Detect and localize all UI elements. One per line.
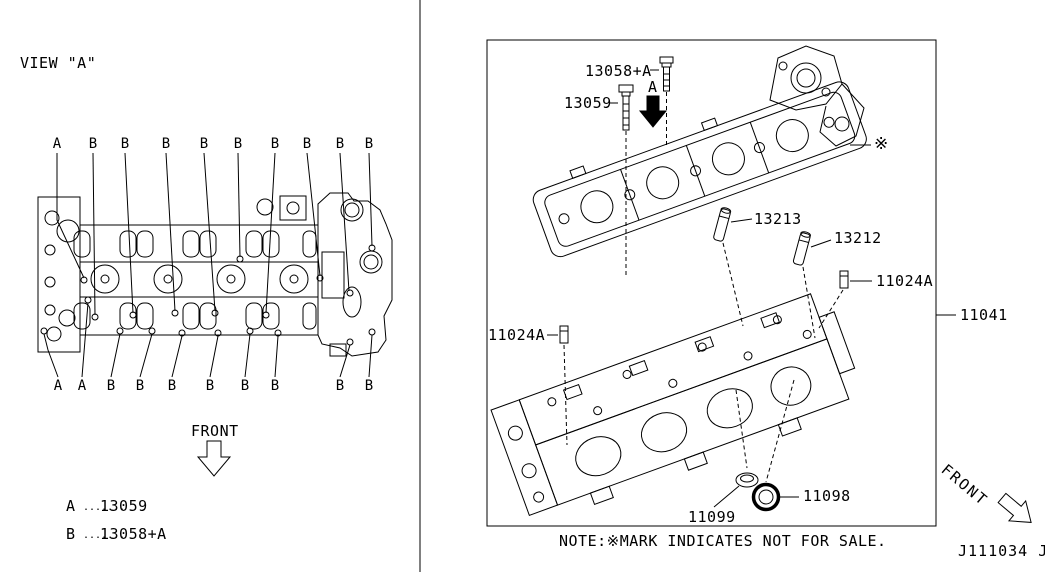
drawing-code: J111034 J <box>958 542 1045 560</box>
part-label-stud-left: 11024A <box>488 326 546 344</box>
bolt-position-marker: A <box>77 378 87 394</box>
legend-marker-b: B <box>66 525 76 543</box>
bolt-position-marker: B <box>199 136 209 152</box>
front-right-arrow-icon <box>997 492 1032 523</box>
plug-11098-icon <box>751 482 781 512</box>
bolt-position-marker: B <box>270 136 280 152</box>
part-label-stud-right: 11024A <box>876 272 934 290</box>
legend-marker-a: A <box>66 497 76 515</box>
view-a-drawing <box>37 192 393 357</box>
leader-13212 <box>810 239 832 248</box>
legend-dots: ....... <box>83 530 126 541</box>
bolt-position-marker: B <box>270 378 280 394</box>
diagram-box-frame <box>486 39 937 527</box>
view-a-title: VIEW "A" <box>20 54 97 72</box>
view-a-bottom-leaders <box>40 296 376 378</box>
bolt-position-marker: B <box>161 136 171 152</box>
legend-part-b: 13058+A <box>100 525 167 543</box>
front-down-arrow-icon <box>196 440 232 477</box>
bolt-position-marker: B <box>364 136 374 152</box>
bolt-position-marker: B <box>120 136 130 152</box>
bolt-13058a-icon <box>659 56 674 92</box>
front-label-left: FRONT <box>191 422 239 440</box>
stud-left-icon <box>559 325 569 344</box>
bolt-position-marker: B <box>335 378 345 394</box>
not-for-sale-mark: ※ <box>874 134 889 154</box>
bolt-position-marker: B <box>302 136 312 152</box>
bolt-13059-icon <box>618 84 634 131</box>
part-label-bolt-short: 13058+A <box>585 62 652 80</box>
part-label-plug: 11098 <box>803 487 851 505</box>
cam-bracket-cover-drawing <box>532 45 867 258</box>
note-text: NOTE:※MARK INDICATES NOT FOR SALE. <box>559 532 887 550</box>
legend-dots: ....... <box>83 502 126 513</box>
bolt-position-marker: B <box>135 378 145 394</box>
valve-guide-13213-icon <box>713 207 732 242</box>
bolt-position-marker: B <box>364 378 374 394</box>
bolt-position-marker: A <box>53 378 63 394</box>
valve-guide-13212-icon <box>792 231 811 266</box>
bolt-position-marker: B <box>233 136 243 152</box>
bolt-position-marker: B <box>88 136 98 152</box>
bolt-position-marker: B <box>205 378 215 394</box>
part-label-cap: 11099 <box>688 508 736 526</box>
legend-part-a: 13059 <box>100 497 148 515</box>
bolt-position-marker: B <box>167 378 177 394</box>
part-label-valve-guide-1: 13213 <box>754 210 802 228</box>
part-label-valve-guide-2: 13212 <box>834 229 882 247</box>
part-label-bolt-long: 13059 <box>564 94 612 112</box>
stud-right-icon <box>839 270 849 289</box>
leader-13213 <box>730 218 753 223</box>
cylinder-head-drawing <box>490 293 856 516</box>
view-direction-arrow-icon <box>638 95 668 128</box>
part-label-cylinder-head: 11041 <box>960 306 1008 324</box>
cap-11099-icon <box>735 472 759 488</box>
view-a-top-leaders <box>56 152 376 321</box>
leader-11099 <box>713 485 740 508</box>
bolt-position-marker: B <box>106 378 116 394</box>
bolt-position-marker: A <box>52 136 62 152</box>
bolt-position-marker: B <box>335 136 345 152</box>
bolt-position-marker: B <box>240 378 250 394</box>
view-direction-label: A <box>648 78 658 96</box>
